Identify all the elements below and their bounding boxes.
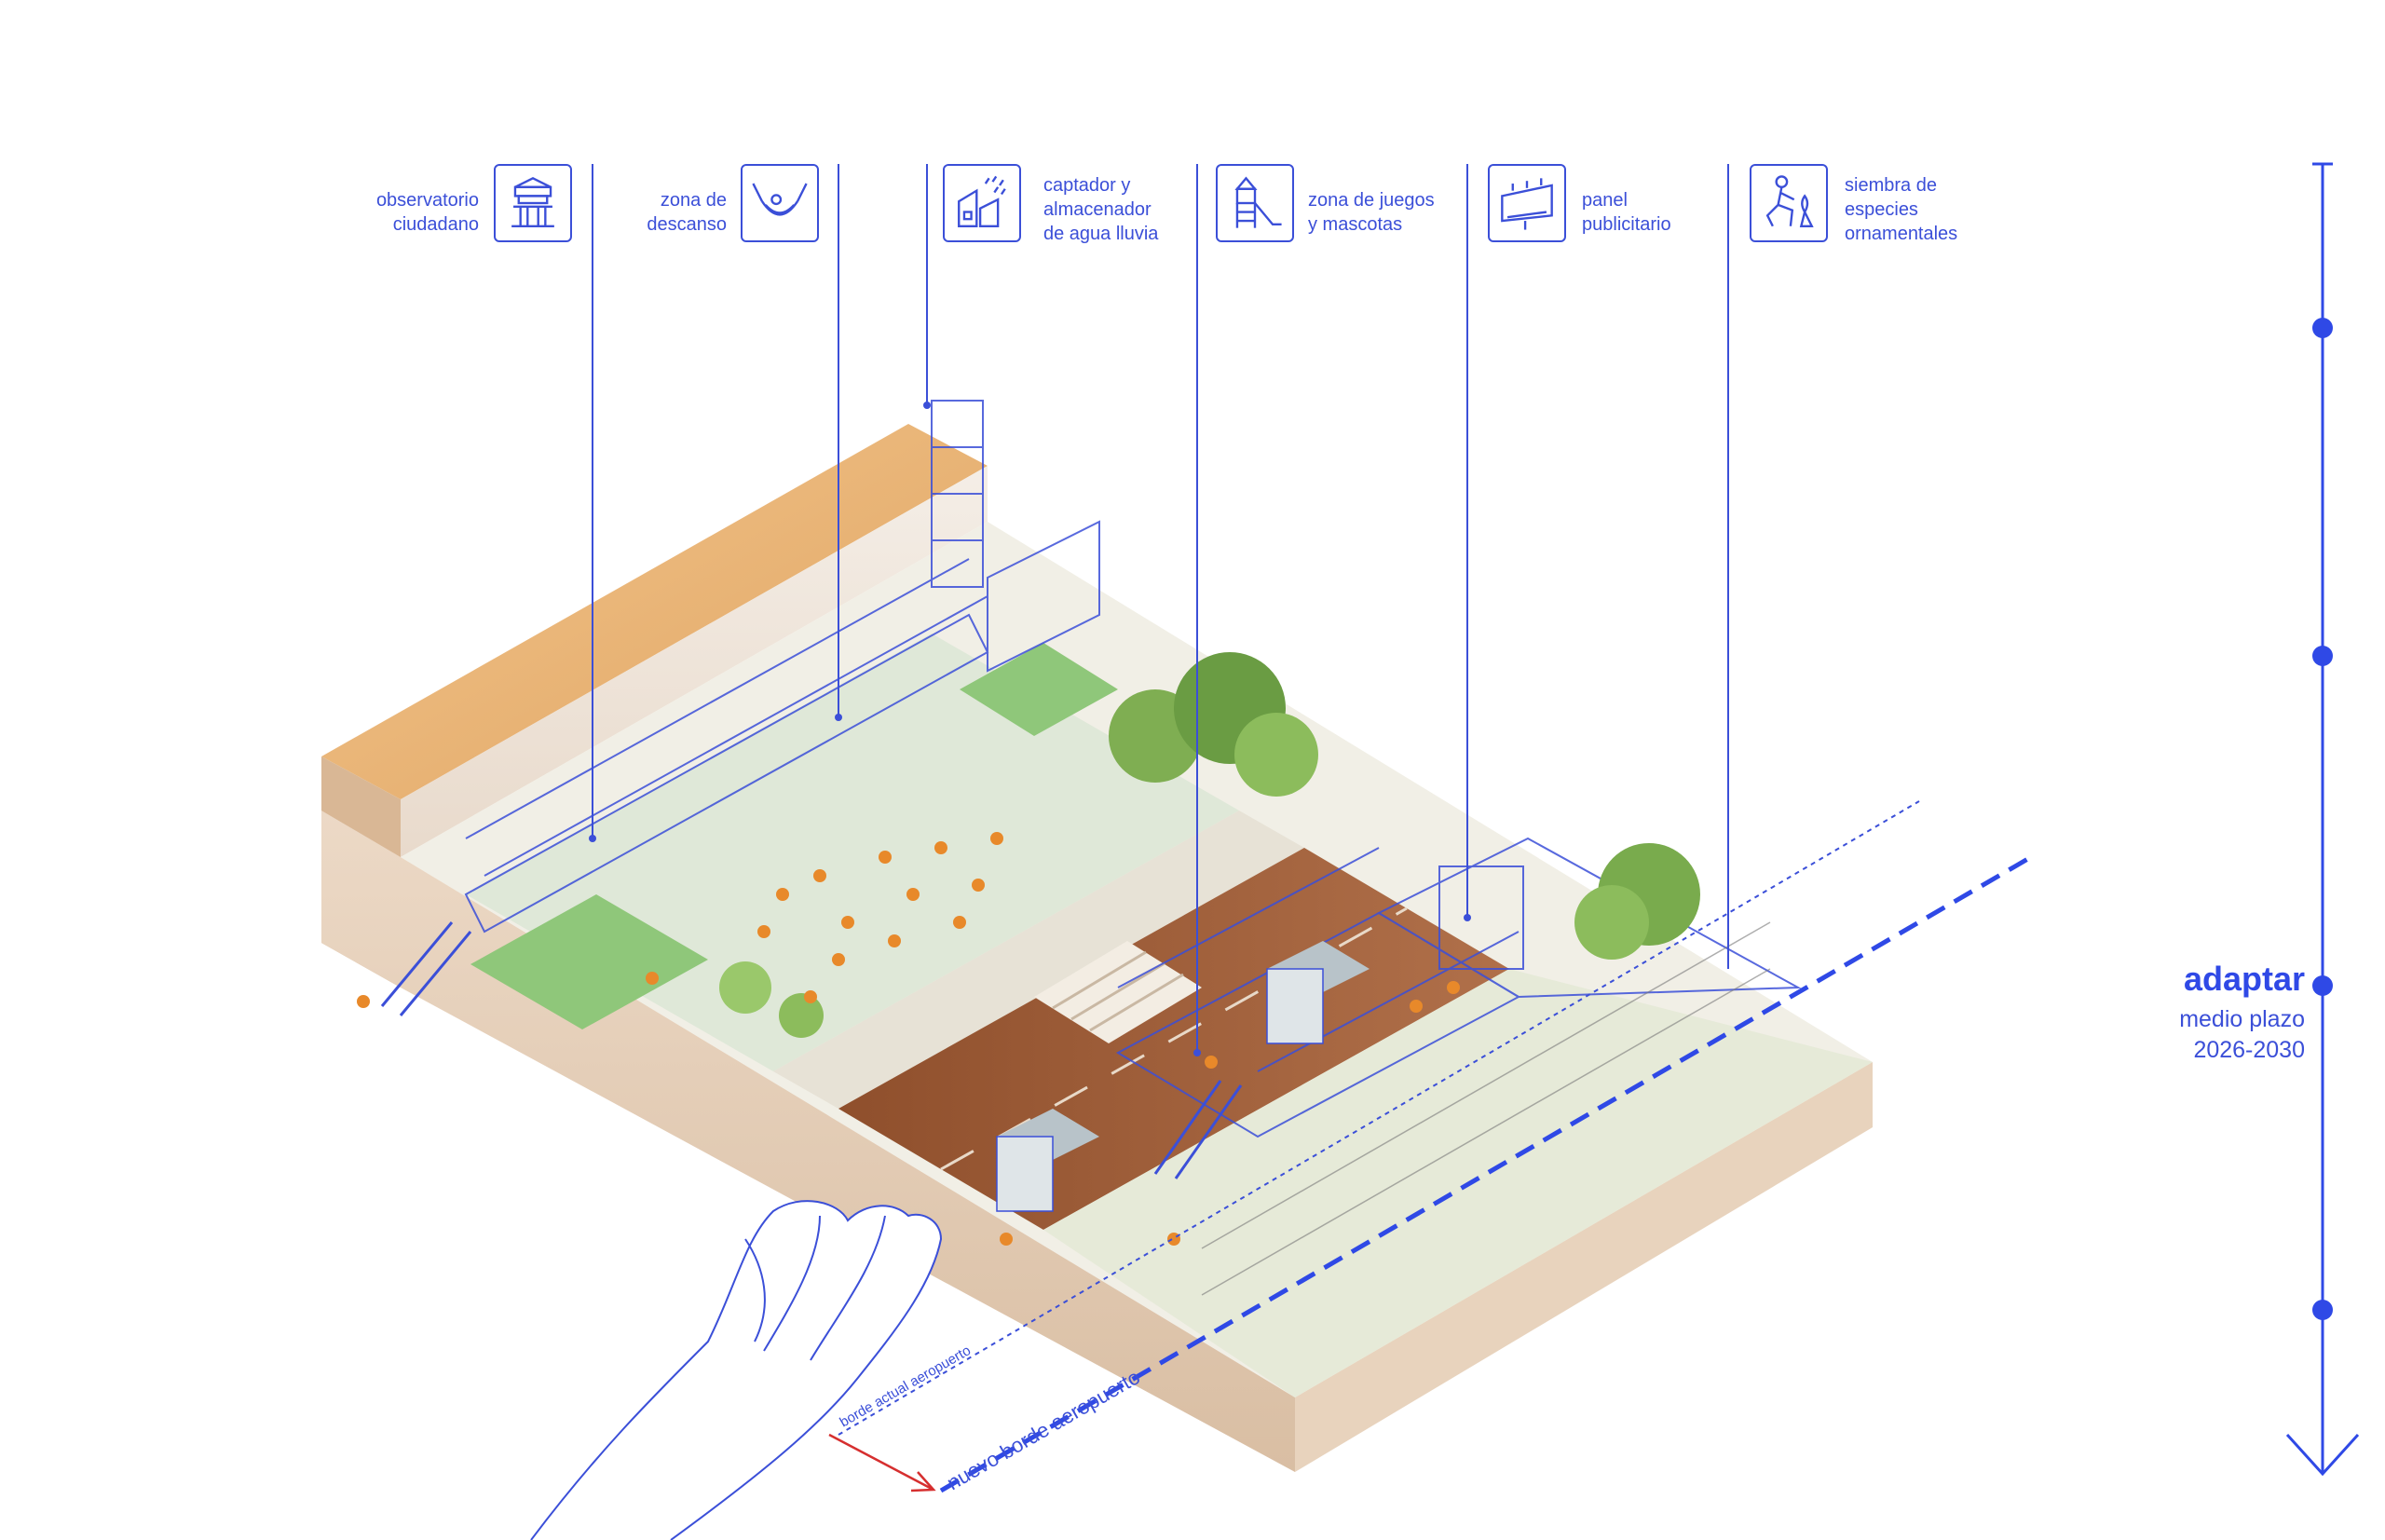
kiosk bbox=[996, 941, 1370, 1212]
gardener-planting-icon bbox=[1750, 164, 1828, 242]
current-airport-border-line bbox=[838, 800, 1920, 1436]
perimeter-fence bbox=[1201, 921, 1771, 1296]
green-bed bbox=[470, 894, 708, 1029]
rain-water-collector-icon bbox=[943, 164, 1021, 242]
legend-label-descanso: zona de descanso bbox=[647, 190, 727, 235]
stairs bbox=[380, 921, 1243, 1179]
legend-label-captador: captador y almacenador de agua lluvia bbox=[1043, 175, 1159, 244]
timeline-milestone bbox=[2312, 318, 2333, 338]
new-border-label: nuevo borde aeropuerto bbox=[943, 1365, 1144, 1494]
trees bbox=[719, 652, 1700, 1038]
phase-title: adaptar bbox=[2183, 960, 2305, 998]
airport-strip bbox=[1043, 969, 1873, 1397]
leader-dots bbox=[589, 402, 1471, 1056]
hammock-icon bbox=[741, 164, 819, 242]
scaffolding bbox=[464, 400, 1802, 1138]
green-bed bbox=[960, 643, 1118, 736]
legend-label-juegos: zona de juegos y mascotas bbox=[1308, 190, 1435, 235]
border-shift-arrow bbox=[828, 1433, 936, 1492]
crossing-stripes bbox=[1052, 950, 1184, 1032]
new-airport-border-line bbox=[939, 854, 2033, 1493]
legend-label-siembra: siembra de especies ornamentales bbox=[1845, 175, 1958, 244]
timeline-milestone bbox=[2312, 1300, 2333, 1320]
legend-label-panel: panel publicitario bbox=[1582, 190, 1671, 235]
observatory-building-icon bbox=[494, 164, 572, 242]
phase-subtitle: medio plazo 2026-2030 bbox=[2179, 1006, 2305, 1063]
hand-illustration bbox=[530, 1200, 943, 1540]
sidewalk bbox=[773, 811, 1304, 1109]
timeline-milestone-active bbox=[2312, 975, 2333, 996]
legend-label-observatorio: observatorio ciudadano bbox=[375, 190, 479, 235]
playground-slide-icon bbox=[1216, 164, 1294, 242]
people-figures bbox=[357, 832, 1460, 1246]
timeline bbox=[2285, 162, 2360, 1477]
billboard-icon bbox=[1488, 164, 1566, 242]
hand-fingers bbox=[744, 1215, 886, 1361]
leader-lines bbox=[592, 164, 1729, 1053]
timeline-milestone bbox=[2312, 646, 2333, 666]
